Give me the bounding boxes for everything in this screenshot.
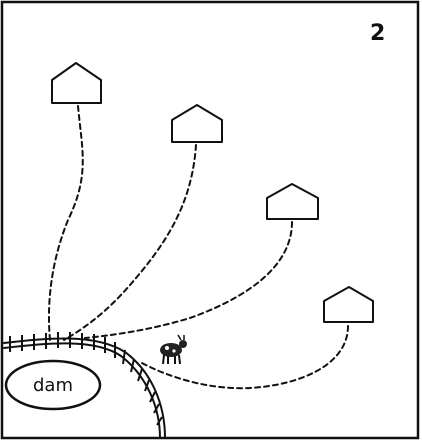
fence-icon (3, 332, 166, 439)
house-icon (323, 286, 374, 323)
path-house-4 (139, 325, 349, 390)
goat-icon (160, 334, 187, 365)
house-icon (51, 62, 102, 104)
path-house-2 (63, 144, 197, 341)
dam-label: dam (33, 375, 73, 396)
path-house-1 (47, 105, 84, 341)
house-icon (266, 183, 319, 220)
dam: dam (4, 359, 102, 411)
house-icon (171, 104, 223, 143)
path-house-3 (84, 221, 293, 339)
panel-number: 2 (370, 21, 385, 46)
